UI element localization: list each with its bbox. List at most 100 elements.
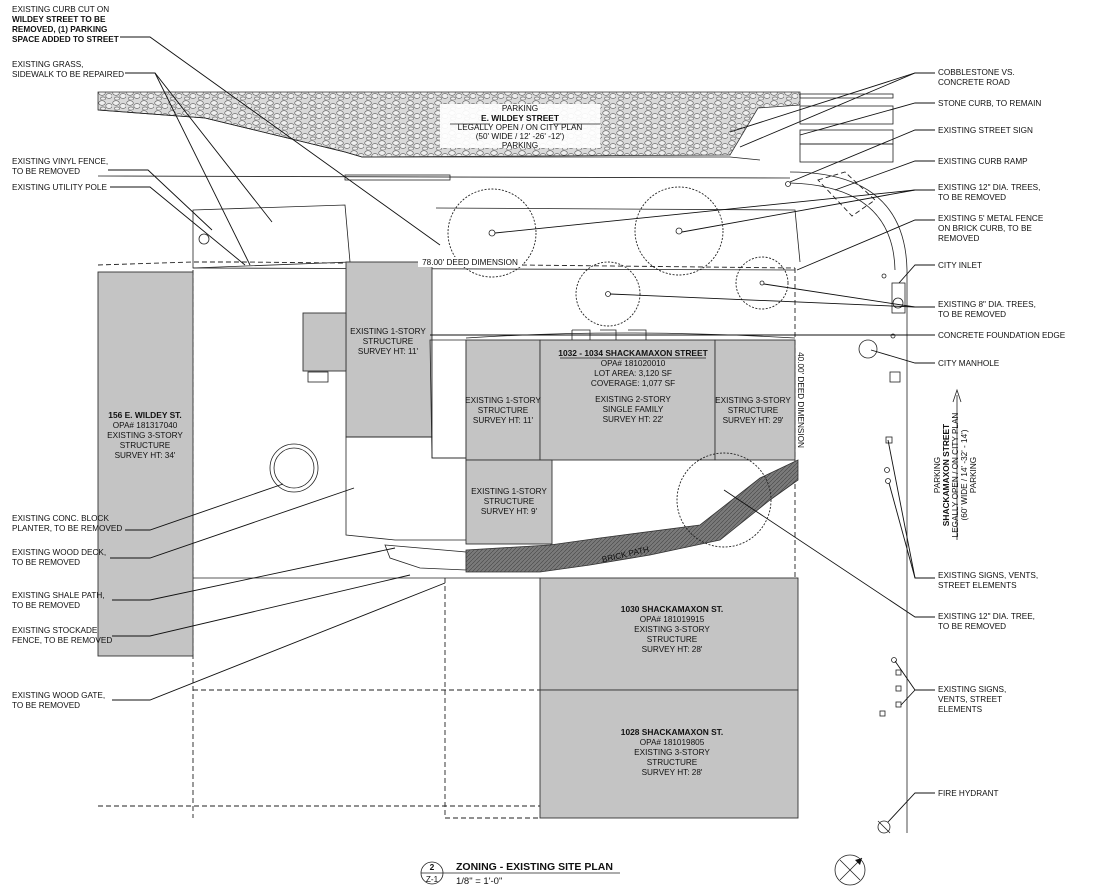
grass-strip [435, 207, 801, 263]
callout-signs-b-3: ELEMENTS [938, 705, 983, 714]
svg-text:EXISTING VINYL FENCE,TO BE REM: EXISTING VINYL FENCE,TO BE REMOVED [12, 157, 108, 176]
callout-planter-2: PLANTER, TO BE REMOVED [12, 524, 122, 533]
svg-text:EXISTING 3-STORY: EXISTING 3-STORY [715, 396, 791, 405]
lot-fence-top [465, 332, 796, 339]
svg-text:OPA# 181020010: OPA# 181020010 [601, 359, 666, 368]
callout-hydrant: FIRE HYDRANT [938, 789, 999, 798]
curb-cut [344, 174, 451, 181]
callout-curb-cut-3: REMOVED, (1) PARKING [12, 25, 107, 34]
svg-text:SURVEY HT: 22': SURVEY HT: 22' [603, 415, 664, 424]
svg-text:CONCRETE FOUNDATION EDGE: CONCRETE FOUNDATION EDGE [938, 331, 1066, 340]
leaders-left [108, 36, 446, 701]
svg-text:STRUCTURE: STRUCTURE [728, 406, 779, 415]
callout-vinyl-2: TO BE REMOVED [12, 167, 80, 176]
svg-text:OPA# 181019915: OPA# 181019915 [640, 615, 705, 624]
building-three-story [714, 339, 796, 461]
shackamaxon-street-label: PARKING SHACKAMAXON STREET LEGALLY OPEN … [933, 413, 978, 538]
label-three-story: EXISTING 3-STORY STRUCTURE SURVEY HT: 29… [715, 396, 791, 425]
vinyl-fence [192, 204, 351, 269]
svg-text:156 E. WILDEY ST.: 156 E. WILDEY ST. [108, 410, 181, 420]
building-two-story [539, 339, 716, 461]
building-156-wildey [97, 271, 194, 657]
callout-trees12-1: EXISTING 12" DIA. TREES, [938, 183, 1040, 192]
callout-cobble-2: CONCRETE ROAD [938, 78, 1010, 87]
callout-inlet: CITY INLET [938, 261, 982, 270]
bay-projection [302, 312, 347, 372]
callout-stockade-1: EXISTING STOCKADE [12, 626, 98, 635]
west-lot-line [444, 578, 540, 819]
city-manhole-icon [858, 339, 878, 359]
callout-trees12-2: TO BE REMOVED [938, 193, 1006, 202]
wildey-street-name: E. WILDEY STREET [481, 113, 560, 123]
callout-shale-1: EXISTING SHALE PATH, [12, 591, 105, 600]
street-label-box [440, 104, 600, 148]
callout-gate-2: TO BE REMOVED [12, 701, 80, 710]
shack-line2: (60' WIDE / 14' -32' - 14') [960, 429, 969, 520]
deed-width-label: 78.00' DEED DIMENSION [422, 258, 518, 267]
label-two-story: EXISTING 2-STORY SINGLE FAMILY SURVEY HT… [595, 395, 671, 424]
shack-parking-left: PARKING [933, 457, 942, 493]
callout-signs-b-2: VENTS, STREET [938, 695, 1002, 704]
callout-stockade-2: FENCE, TO BE REMOVED [12, 636, 112, 645]
callout-manhole: CITY MANHOLE [938, 359, 1000, 368]
svg-text:STRUCTURE: STRUCTURE [478, 406, 529, 415]
sidewalk-line [97, 175, 791, 179]
corner-curb [789, 171, 908, 833]
svg-text:STRUCTURE: STRUCTURE [484, 497, 535, 506]
building-1028 [539, 689, 799, 819]
svg-text:EXISTING 2-STORY: EXISTING 2-STORY [595, 395, 671, 404]
svg-text:EXISTING GRASS,SIDEWALK TO BE: EXISTING GRASS,SIDEWALK TO BE REPAIRED [12, 60, 124, 79]
svg-text:EXISTING 8" DIA. TREES,TO BE R: EXISTING 8" DIA. TREES,TO BE REMOVED [938, 300, 1036, 319]
small-marker [881, 273, 887, 279]
block-planter [269, 443, 319, 493]
callout-cobble-1: COBBLESTONE VS. [938, 68, 1015, 77]
title-number: 2 [430, 862, 435, 872]
utility-pole-icon [198, 233, 210, 245]
svg-text:SURVEY HT: 11': SURVEY HT: 11' [358, 347, 419, 356]
svg-text:OPA# 181019805: OPA# 181019805 [640, 738, 705, 747]
callout-trees8-1: EXISTING 8" DIA. TREES, [938, 300, 1036, 309]
leaders-right [430, 72, 935, 823]
svg-text:SURVEY HT: 11': SURVEY HT: 11' [473, 416, 534, 425]
bay-step [307, 371, 329, 383]
svg-text:STRUCTURE: STRUCTURE [363, 337, 414, 346]
svg-text:EXISTING 12" DIA. TREES,TO BE: EXISTING 12" DIA. TREES,TO BE REMOVED [938, 183, 1040, 202]
label-one-story-low: EXISTING 1-STORY STRUCTURE SURVEY HT: 9' [471, 487, 547, 516]
svg-text:COVERAGE: 1,077 SF: COVERAGE: 1,077 SF [591, 379, 675, 388]
callout-vinyl-1: EXISTING VINYL FENCE, [12, 157, 108, 166]
lot-top-edge [192, 267, 796, 271]
wildey-line1: LEGALLY OPEN / ON CITY PLAN [458, 123, 583, 132]
callout-signs-1: EXISTING SIGNS, VENTS, [938, 571, 1038, 580]
callout-shale-2: TO BE REMOVED [12, 601, 80, 610]
curb-line [97, 109, 761, 161]
svg-text:EXISTING 3-STORY: EXISTING 3-STORY [634, 748, 710, 757]
svg-text:EXISTING 1-STORY: EXISTING 1-STORY [471, 487, 547, 496]
shack-street-name: SHACKAMAXON STREET [941, 423, 951, 526]
svg-text:LOT AREA: 3,120 SF: LOT AREA: 3,120 SF [594, 369, 672, 378]
tree-8in-b [735, 256, 789, 310]
svg-text:OPA# 181317040: OPA# 181317040 [113, 421, 178, 430]
foundation-edge [429, 339, 467, 459]
tree-12in-b [634, 186, 724, 276]
svg-text:SURVEY HT: 28': SURVEY HT: 28' [642, 645, 703, 654]
callout-grass-2: SIDEWALK TO BE REPAIRED [12, 70, 124, 79]
callout-pole-1: EXISTING UTILITY POLE [12, 183, 107, 192]
wildey-line2: (50' WIDE / 12' -26' -12') [476, 132, 565, 141]
parking-stripes [799, 93, 894, 163]
street-arrow [952, 388, 962, 540]
svg-text:1030 SHACKAMAXON ST.: 1030 SHACKAMAXON ST. [621, 604, 723, 614]
callout-street-sign: EXISTING STREET SIGN [938, 126, 1033, 135]
tree-12in-c [676, 452, 772, 548]
svg-text:STRUCTURE: STRUCTURE [647, 758, 698, 767]
callout-tree12-1: EXISTING 12" DIA. TREE, [938, 612, 1035, 621]
callout-fence-1: EXISTING 5' METAL FENCE [938, 214, 1044, 223]
city-inlet-frame [891, 282, 906, 314]
sign-icon-3 [885, 478, 891, 484]
shack-parking-right: PARKING [969, 457, 978, 493]
